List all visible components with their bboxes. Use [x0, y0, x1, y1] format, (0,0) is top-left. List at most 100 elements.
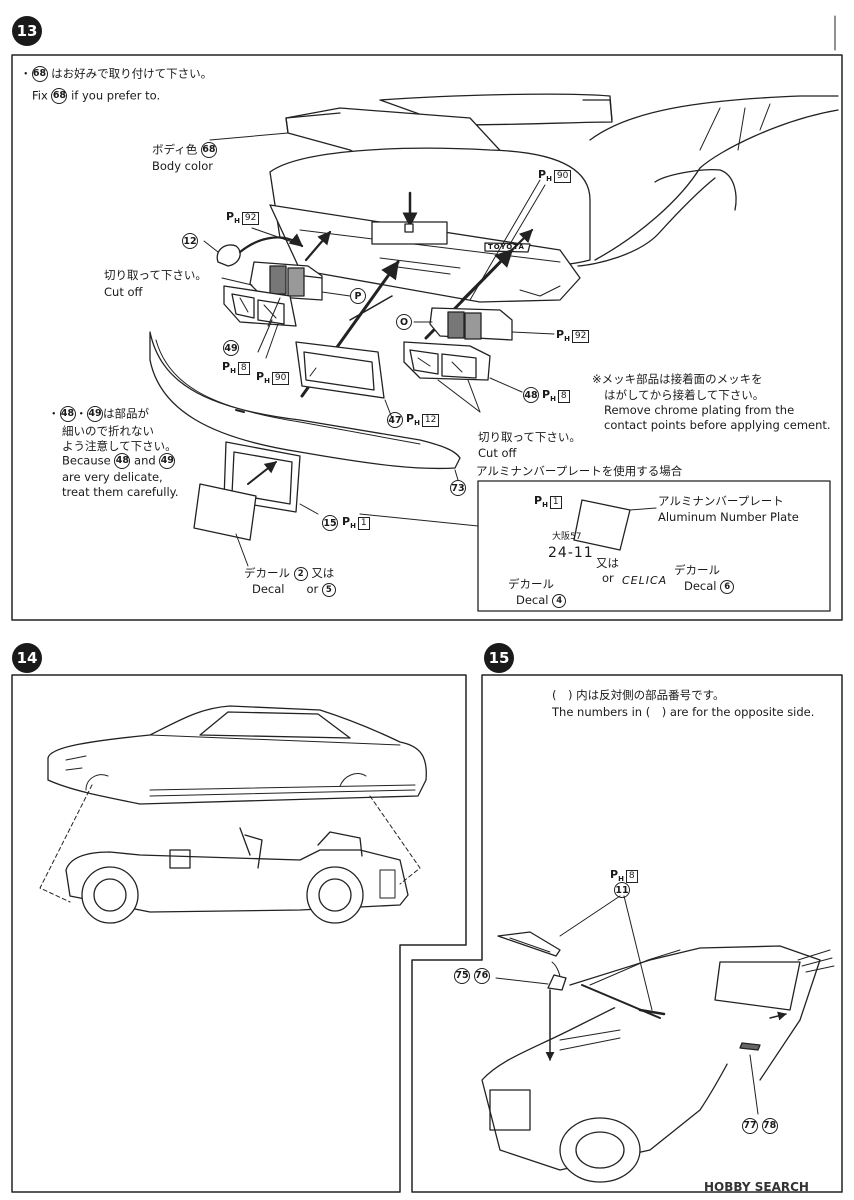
and-word: and	[134, 453, 156, 468]
care-note-en2: are very delicate,	[62, 470, 163, 484]
step14-car-body	[47, 705, 427, 805]
chrome-note-en1: Remove chrome plating from the	[604, 403, 795, 417]
part-73: 73	[450, 480, 466, 496]
bullet: ・	[48, 406, 60, 421]
part-48: 48	[523, 387, 539, 403]
part-77: 77	[742, 1118, 758, 1134]
plate-number-text: 24-11	[548, 545, 594, 561]
body-color-label-en: Body color	[152, 159, 214, 173]
wiper-drawing	[497, 931, 561, 957]
part-76: 76	[473, 968, 490, 984]
part-77-78-label: 77 78	[742, 1118, 778, 1134]
part-11: 11	[614, 882, 630, 898]
part-12: 12	[182, 233, 198, 249]
step14-chassis	[65, 827, 409, 924]
decal-6: 6	[720, 579, 735, 594]
ph8-value: 8	[237, 362, 250, 375]
ph90-value: 90	[553, 170, 572, 183]
care-jp1-text: は部品が	[103, 406, 149, 421]
part-15: 15	[322, 515, 338, 531]
or-en: or	[306, 582, 319, 596]
alu-plate-drawing	[573, 499, 631, 551]
car-rear-body	[269, 93, 839, 303]
left-taillight	[249, 261, 323, 301]
alu-decal-en2: Decal 6	[684, 579, 735, 594]
ph1-value: 1	[357, 517, 370, 530]
or-jp: 又は	[311, 566, 335, 580]
decal-en: Decal	[684, 579, 717, 593]
step15-badge: 15	[484, 643, 514, 673]
alu-or-en: or	[602, 571, 614, 585]
alu-plate-title: アルミナンバープレートを使用する場合	[476, 464, 683, 478]
alu-plate-en: Aluminum Number Plate	[658, 510, 799, 524]
part-75: 75	[454, 968, 470, 984]
part-49: 49	[159, 453, 176, 469]
o-marker: O	[396, 314, 412, 330]
part-75-76-label: 75 76	[454, 968, 490, 984]
hobby-search-watermark: HOBBY SEARCH	[704, 1180, 809, 1194]
part-49: 49	[87, 406, 103, 422]
bumper	[149, 331, 461, 470]
step13-frame	[11, 54, 843, 621]
alu-decal-jp: デカール	[508, 577, 554, 591]
cut-off2-jp: 切り取って下さい。	[478, 430, 581, 444]
step15-note-en: The numbers in ( ) are for the opposite …	[552, 705, 815, 719]
step14-frame	[11, 674, 467, 1193]
part-49: 49	[223, 340, 239, 356]
fix-word: Fix	[32, 88, 48, 103]
bullet: ・	[20, 66, 32, 81]
ph8-value: 8	[557, 390, 570, 403]
decal-sheet	[193, 483, 257, 541]
care-note-jp2: 細いので折れない	[62, 424, 154, 438]
ph92-value: 92	[571, 330, 590, 343]
decal-4: 4	[552, 593, 567, 608]
cut-off2-en: Cut off	[478, 446, 517, 460]
chrome-note-en2: contact points before applying cement.	[604, 418, 831, 432]
part-68: 68	[31, 66, 48, 82]
p-marker: P	[350, 288, 366, 304]
chrome-note-jp1: ※メッキ部品は接着面のメッキを	[592, 372, 763, 386]
step15-car-front	[481, 945, 835, 1183]
decal-en: Decal	[516, 593, 549, 607]
care-note-en1: Because 48 and 49	[62, 453, 176, 469]
step13-note-en-text: if you prefer to.	[71, 88, 161, 103]
part-78: 78	[761, 1118, 778, 1134]
right-taillight	[429, 307, 513, 341]
right-chrome-bezel	[403, 341, 491, 381]
part-68: 68	[51, 88, 68, 104]
step14-badge: 14	[12, 643, 42, 673]
cut-off-en: Cut off	[104, 285, 143, 299]
ph90-value: 90	[271, 372, 290, 385]
ph92-value: 92	[241, 212, 260, 225]
decal-jp: デカール	[244, 566, 290, 580]
left-chrome-bezel	[223, 285, 297, 327]
alu-decal-en: Decal 4	[516, 593, 567, 608]
ph12-value: 12	[421, 414, 440, 427]
ph1-value: 1	[549, 496, 562, 509]
alu-or-jp: 又は	[596, 556, 619, 570]
step13-badge: 13	[12, 16, 42, 46]
decal-en: Decal	[252, 582, 285, 596]
ph8-value: 8	[625, 870, 638, 883]
part-48: 48	[114, 453, 131, 469]
step15-note-jp: ( ) 内は反対側の部品番号です。	[552, 688, 725, 702]
step13-note-jp-text: はお好みで取り付けて下さい。	[51, 66, 213, 81]
celica-logo: CELICA	[622, 574, 668, 587]
part-47: 47	[387, 412, 403, 428]
center-bezel	[295, 341, 385, 399]
care-note-jp1: ・48・49は部品が	[48, 406, 149, 422]
decal-label-jp: デカール 2 又は	[244, 566, 334, 581]
because-word: Because	[62, 453, 111, 468]
decal-2: 2	[293, 566, 308, 581]
alu-plate-jp: アルミナンバープレート	[658, 494, 784, 508]
body-color-jp: ボディ色	[152, 142, 198, 157]
decal-5: 5	[321, 582, 336, 597]
